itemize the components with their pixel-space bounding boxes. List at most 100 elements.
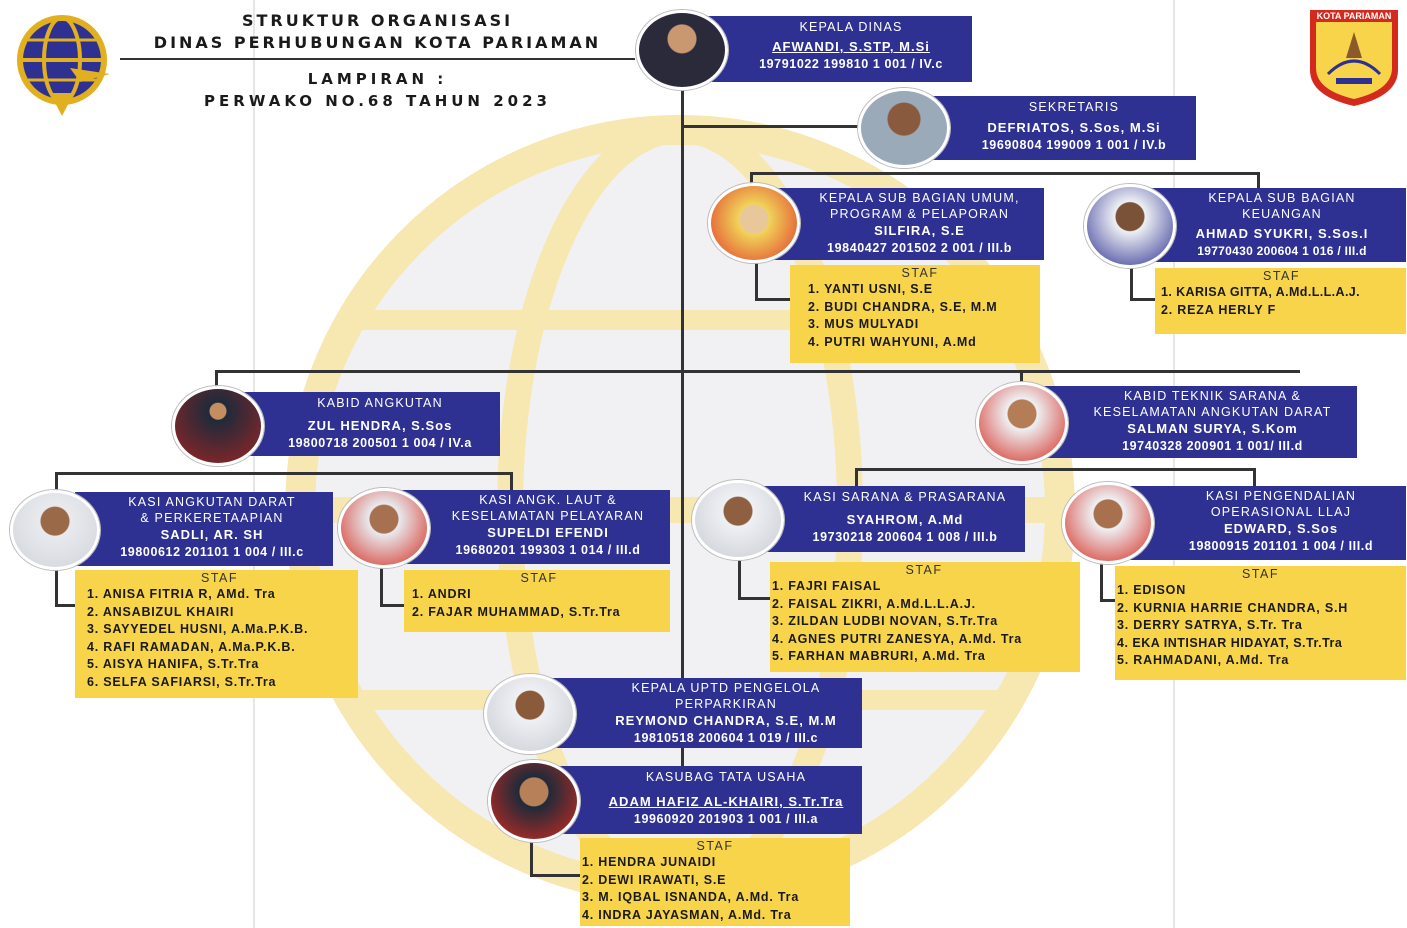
person-name: SALMAN SURYA, S.Kom xyxy=(1127,421,1298,436)
connector-line xyxy=(681,125,861,128)
staff-items: 1. KARISA GITTA, A.Md.L.L.A.J. 2. REZA H… xyxy=(1161,284,1402,319)
role-label: KEPALA SUB BAGIAN UMUM, xyxy=(819,191,1020,205)
person-nip: 19800612 201101 1 004 / III.c xyxy=(120,545,304,559)
person-name: ADAM HAFIZ AL-KHAIRI, S.Tr.Tra xyxy=(608,794,844,809)
avatar xyxy=(692,480,784,560)
person-name: ZUL HENDRA, S.Sos xyxy=(307,418,453,433)
list-item: 5. AISYA HANIFA, S.Tr.Tra xyxy=(87,657,260,671)
list-item: 2. REZA HERLY F xyxy=(1161,302,1277,317)
connector-line xyxy=(1130,262,1133,300)
person-nip: 19770430 200604 1 016 / III.d xyxy=(1197,244,1367,258)
staff-items: 1. ANDRI 2. FAJAR MUHAMMAD, S.Tr.Tra xyxy=(412,586,666,621)
role-label: KASI ANGK. LAUT & xyxy=(479,493,617,507)
person-name: AHMAD SYUKRI, S.Sos.I xyxy=(1195,226,1369,241)
role-label: & PERKERETAAPIAN xyxy=(140,511,284,525)
person-nip: 19800915 201101 1 004 / III.d xyxy=(1188,539,1374,553)
role-label: KEUANGAN xyxy=(1242,207,1322,221)
background-guide-line xyxy=(253,0,255,928)
list-item: 1. YANTI USNI, S.E xyxy=(808,282,933,296)
role-label: KESELAMATAN PELAYARAN xyxy=(451,509,645,523)
list-item: 4. INDRA JAYASMAN, A.Md. Tra xyxy=(582,907,792,922)
staff-list: STAF 1. HENDRA JUNAIDI 2. DEWI IRAWATI, … xyxy=(580,838,850,926)
list-item: 3. SAYYEDEL HUSNI, A.Ma.P.K.B. xyxy=(87,622,309,636)
avatar xyxy=(636,10,728,90)
title-line-3: LAMPIRAN : xyxy=(307,70,448,88)
kasubag-tu-box: KASUBAG TATA USAHA ADAM HAFIZ AL-KHAIRI,… xyxy=(540,766,862,834)
person-nip: 19791022 199810 1 001 / IV.c xyxy=(759,57,943,71)
connector-line xyxy=(755,262,758,300)
connector-line xyxy=(755,298,793,301)
role-label: KABID ANGKUTAN xyxy=(317,396,443,410)
connector-line xyxy=(55,604,77,607)
connector-line xyxy=(750,172,753,190)
avatar xyxy=(10,490,100,570)
person-name: SILFIRA, S.E xyxy=(874,223,965,238)
connector-line xyxy=(681,85,684,680)
avatar xyxy=(338,488,430,568)
staff-items: 1. HENDRA JUNAIDI 2. DEWI IRAWATI, S.E 3… xyxy=(582,854,848,924)
connector-line xyxy=(1257,172,1260,190)
person-nip: 19800718 200501 1 004 / IV.a xyxy=(288,436,472,450)
connector-line xyxy=(1100,599,1118,602)
staff-list: STAF 1. ANISA FITRIA R, AMd. Tra 2. ANSA… xyxy=(75,570,358,698)
person-name: EDWARD, S.Sos xyxy=(1223,521,1339,536)
staff-items: 1. EDISON 2. KURNIA HARRIE CHANDRA, S.H … xyxy=(1117,582,1404,670)
role-label: KASI ANGKUTAN DARAT xyxy=(128,495,296,509)
connector-line xyxy=(530,874,584,877)
list-item: 2. BUDI CHANDRA, S.E, M.M xyxy=(808,299,998,314)
title-line-1: STRUKTUR ORGANISASI xyxy=(241,11,514,30)
role-label: KABID TEKNIK SARANA & xyxy=(1123,389,1302,403)
avatar xyxy=(488,760,580,842)
staff-list: STAF 1. FAJRI FAISAL 2. FAISAL ZIKRI, A.… xyxy=(770,562,1080,672)
sekretaris-box: SEKRETARIS DEFRIATOS, S.Sos, M.Si 196908… xyxy=(912,96,1196,160)
list-item: 5. FARHAN MABRURI, A.Md. Tra xyxy=(772,649,986,663)
avatar xyxy=(1084,184,1176,268)
role-label: OPERASIONAL LLAJ xyxy=(1210,505,1352,519)
staff-items: 1. ANISA FITRIA R, AMd. Tra 2. ANSABIZUL… xyxy=(87,586,352,691)
connector-line xyxy=(55,472,513,475)
role-label: KEPALA DINAS xyxy=(799,20,903,34)
title-line-2: DINAS PERHUBUNGAN KOTA PARIAMAN xyxy=(153,33,602,52)
connector-line xyxy=(55,472,58,492)
connector-line xyxy=(380,565,383,605)
list-item: 6. SELFA SAFIARSI, S.Tr.Tra xyxy=(87,674,277,689)
list-item: 5. RAHMADANI, A.Md. Tra xyxy=(1117,653,1290,667)
connector-line xyxy=(681,745,684,770)
connector-line xyxy=(1253,468,1256,488)
connector-line xyxy=(1020,370,1023,385)
list-item: 1. KARISA GITTA, A.Md.L.L.A.J. xyxy=(1161,285,1361,299)
connector-line xyxy=(1100,560,1103,600)
subbag-umum-box: KEPALA SUB BAGIAN UMUM, PROGRAM & PELAPO… xyxy=(760,188,1044,260)
connector-line xyxy=(855,468,858,488)
connector-line xyxy=(738,597,774,600)
person-nip: 19960920 201903 1 001 / III.a xyxy=(633,812,819,826)
list-item: 3. ZILDAN LUDBI NOVAN, S.Tr.Tra xyxy=(772,614,998,628)
connector-line xyxy=(855,468,1255,471)
list-item: 3. DERRY SATRYA, S.Tr. Tra xyxy=(1117,618,1303,632)
staff-title: STAF xyxy=(696,839,734,853)
staff-title: STAF xyxy=(1241,567,1280,581)
list-item: 4. RAFI RAMADAN, A.Ma.P.K.B. xyxy=(87,639,296,654)
avatar xyxy=(858,88,950,168)
kasi-llaj-box: KASI PENGENDALIAN OPERASIONAL LLAJ EDWAR… xyxy=(1130,486,1406,560)
kepala-dinas-box: KEPALA DINAS AFWANDI, S.STP, M.Si 197910… xyxy=(690,16,972,82)
list-item: 2. KURNIA HARRIE CHANDRA, S.H xyxy=(1117,600,1349,615)
person-name: SUPELDI EFENDI xyxy=(487,525,609,540)
role-label: KESELAMATAN ANGKUTAN DARAT xyxy=(1093,405,1332,419)
role-label: PROGRAM & PELAPORAN xyxy=(829,207,1010,221)
role-label: KASI SARANA & PRASARANA xyxy=(803,490,1007,504)
person-name: SYAHROM, A.Md xyxy=(846,512,964,527)
staff-title: STAF xyxy=(905,563,943,577)
person-name: DEFRIATOS, S.Sos, M.Si xyxy=(987,120,1161,135)
person-nip: 19680201 199303 1 014 / III.d xyxy=(455,543,641,557)
list-item: 3. M. IQBAL ISNANDA, A.Md. Tra xyxy=(582,890,800,904)
list-item: 1. EDISON xyxy=(1117,583,1187,597)
staff-title: STAF xyxy=(1262,269,1301,283)
title-divider xyxy=(120,58,635,60)
connector-line xyxy=(530,832,533,876)
role-label: KASI PENGENDALIAN xyxy=(1205,489,1357,503)
subbag-keuangan-box: KEPALA SUB BAGIAN KEUANGAN AHMAD SYUKRI,… xyxy=(1150,188,1406,262)
connector-line xyxy=(510,472,513,492)
staff-title: STAF xyxy=(901,266,939,280)
person-nip: 19690804 199009 1 001 / IV.b xyxy=(981,138,1167,152)
